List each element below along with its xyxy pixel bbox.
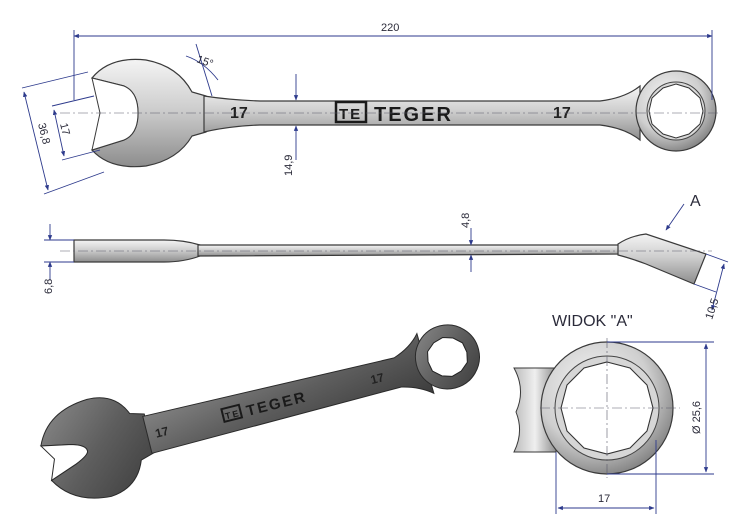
perspective-size-ring: 17 bbox=[369, 370, 386, 387]
dim-opening-text: 17 bbox=[57, 122, 72, 137]
dim-open-end-thickness-text: 6,8 bbox=[43, 279, 55, 294]
dim-open-end-thickness: 6,8 bbox=[43, 224, 74, 294]
perspective-wrench: 17 17 TE TEGER bbox=[39, 324, 480, 499]
dim-length-text: 220 bbox=[381, 22, 399, 34]
dim-opening: 17 bbox=[51, 95, 101, 161]
view-arrow-label: A bbox=[690, 193, 701, 210]
logo-letters: TE bbox=[339, 106, 362, 123]
dim-shank-width-text: 14,9 bbox=[283, 155, 295, 176]
brand-name: TEGER bbox=[374, 104, 453, 126]
view-arrow: A bbox=[665, 193, 701, 231]
dim-ring-diameter-text: Ø 25,6 bbox=[691, 401, 703, 434]
size-mark-ring: 17 bbox=[553, 105, 571, 122]
dim-shank-thickness: 4,8 bbox=[460, 213, 474, 272]
perspective-jaw-opening bbox=[39, 444, 89, 482]
view-a-ring bbox=[513, 338, 680, 478]
side-ring-end bbox=[617, 233, 707, 285]
size-mark-open: 17 bbox=[230, 105, 248, 122]
perspective-logo-letters: TE bbox=[224, 408, 241, 421]
dim-shank-thickness-text: 4,8 bbox=[460, 213, 472, 228]
dim-jaw-width-text: 36,8 bbox=[35, 122, 52, 146]
dim-ring-thickness-text: 10,5 bbox=[703, 297, 721, 321]
perspective-ring-bore bbox=[427, 337, 468, 377]
dim-ring-diameter: Ø 25,6 bbox=[607, 341, 714, 475]
perspective-size-open: 17 bbox=[154, 424, 171, 441]
dim-angle-text: 15° bbox=[195, 54, 215, 71]
view-a-title: WIDOK "A" bbox=[552, 313, 633, 330]
teger-logo-icon: TE bbox=[334, 100, 368, 124]
dim-ring-size: 17 bbox=[555, 440, 657, 514]
dim-length: 220 bbox=[73, 22, 713, 100]
dim-ring-size-text: 17 bbox=[598, 493, 610, 505]
side-shank bbox=[197, 244, 621, 257]
perspective-shank bbox=[142, 332, 435, 454]
side-view-wrench bbox=[73, 233, 707, 285]
dim-jaw-width: 36,8 bbox=[21, 71, 105, 195]
dim-shank-width: 14,9 bbox=[283, 74, 299, 176]
ring-12-point-bore bbox=[648, 83, 704, 139]
dim-angle: 15° bbox=[185, 43, 219, 97]
perspective-logo-icon bbox=[220, 403, 244, 424]
